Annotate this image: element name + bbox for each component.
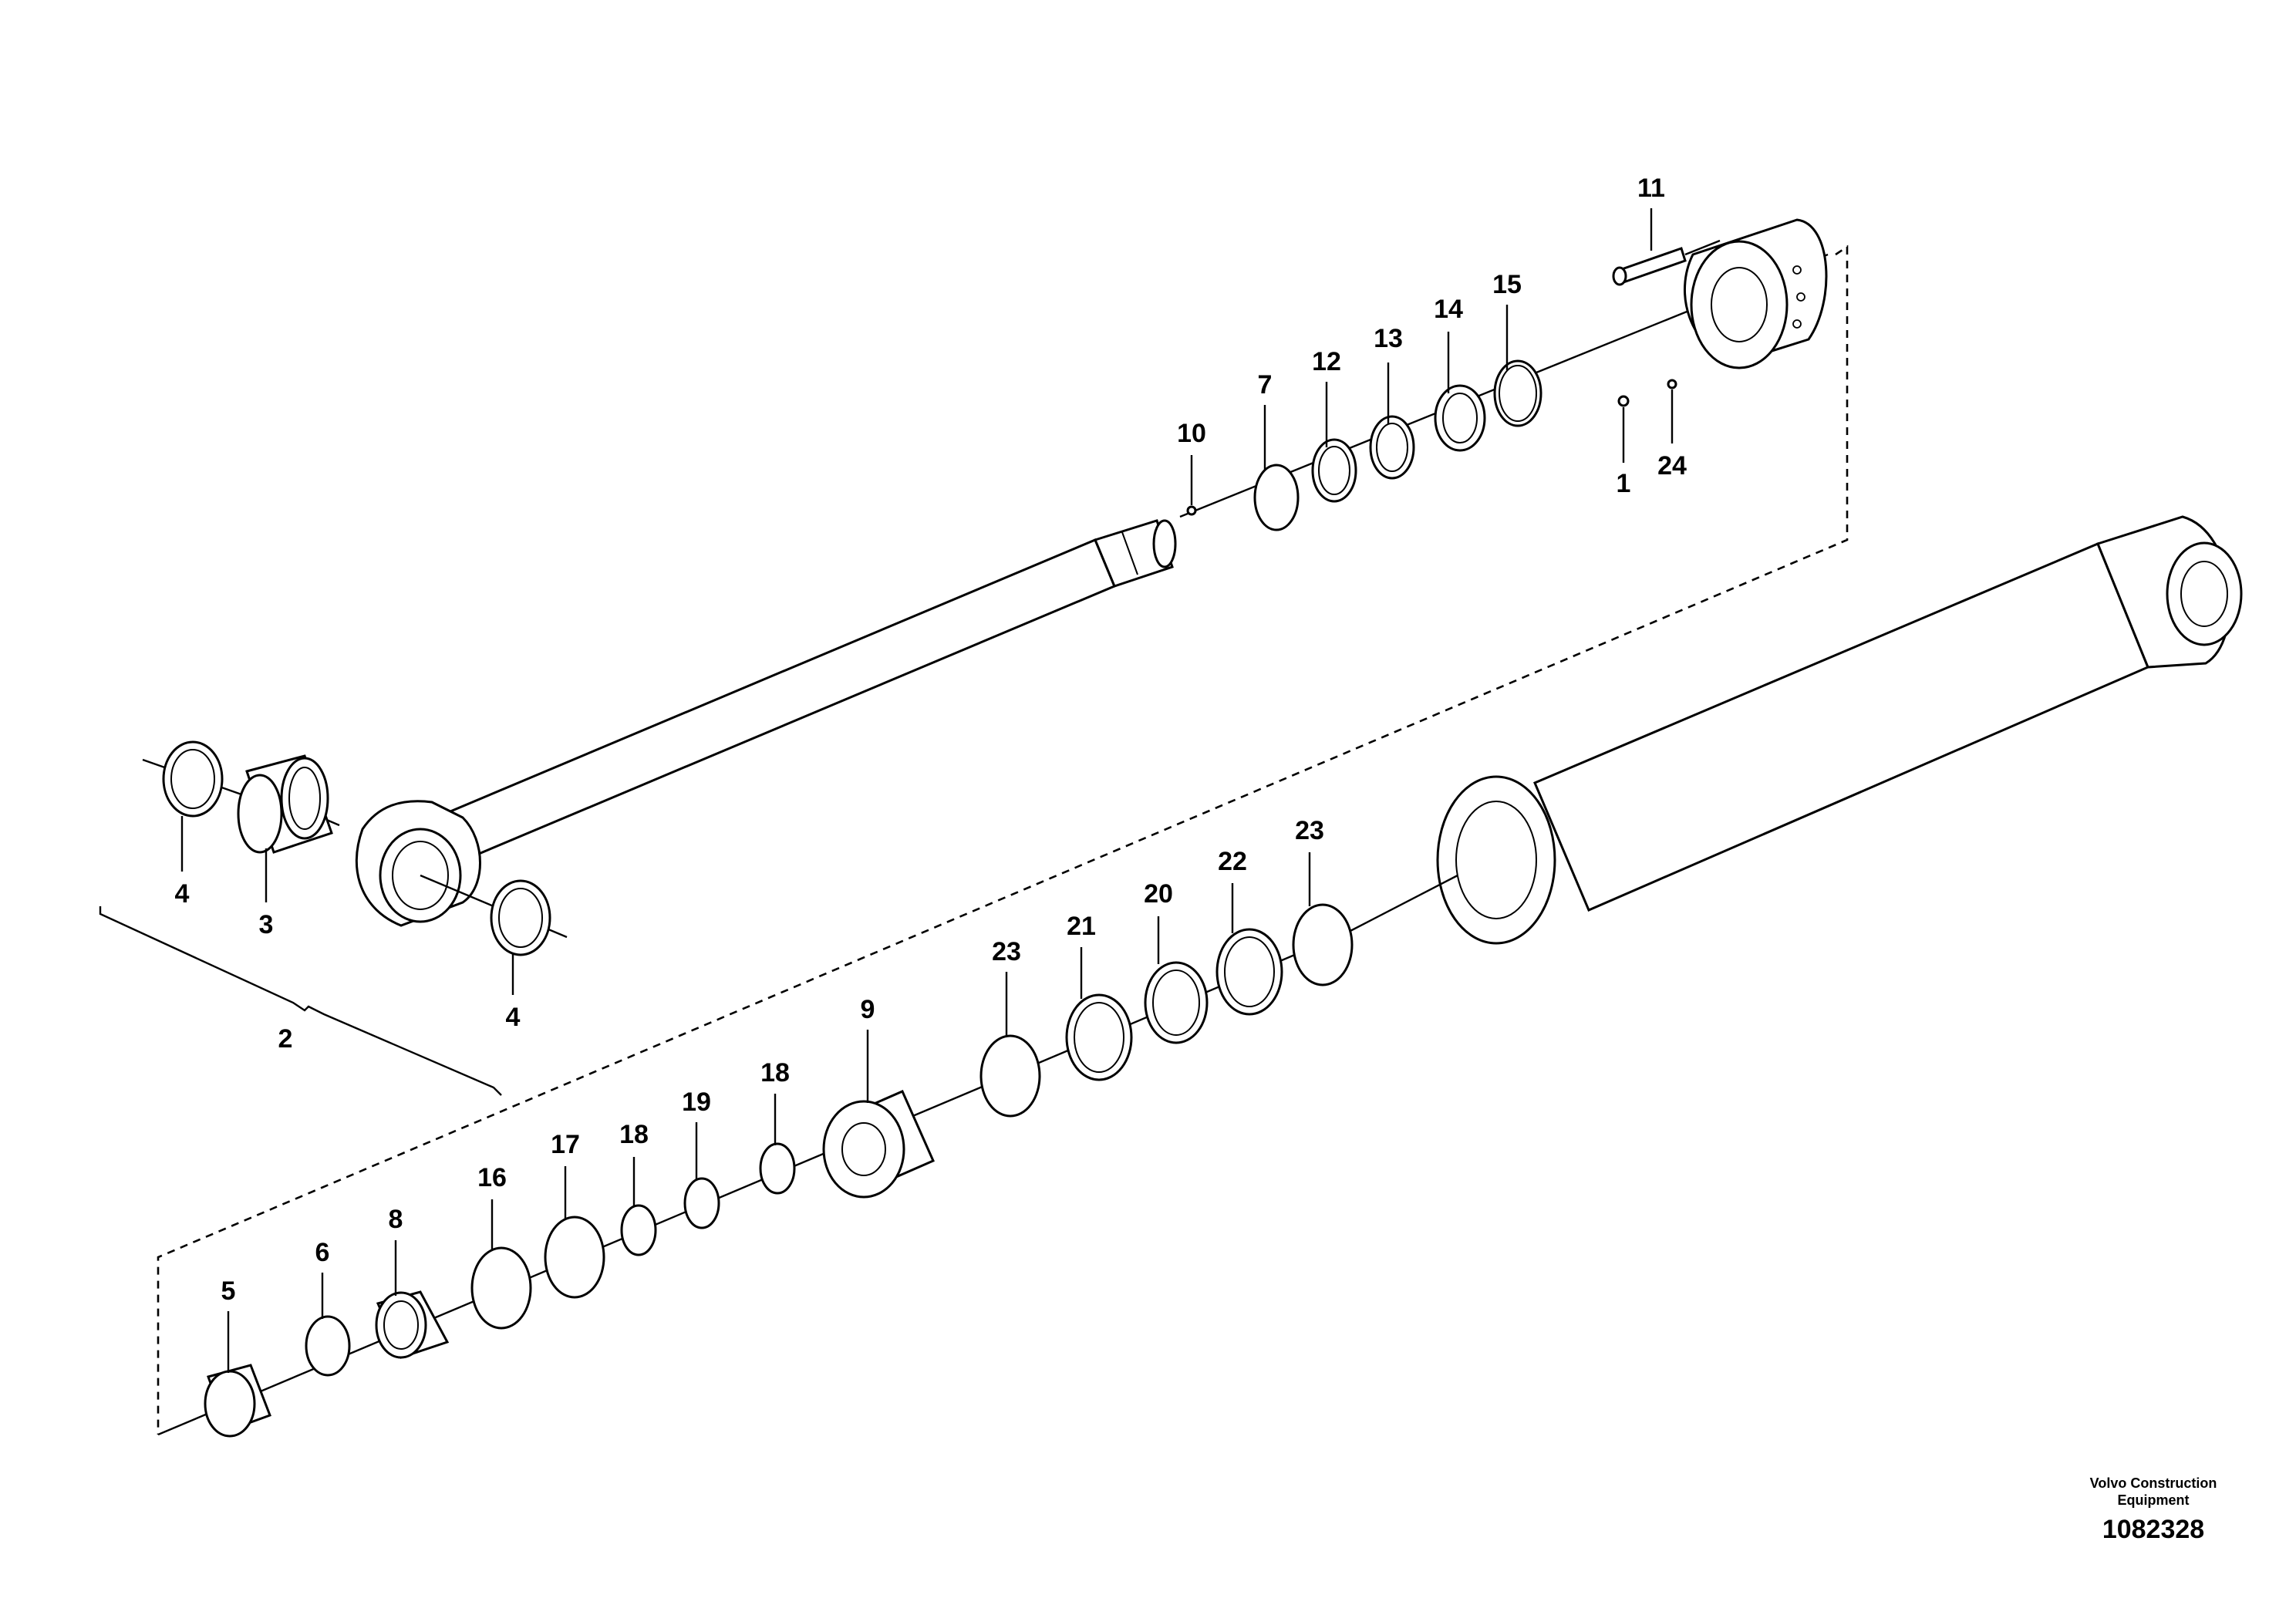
- callout-16: 16: [477, 1163, 507, 1192]
- ring-22: [1215, 928, 1283, 1016]
- callout-18-right: 18: [760, 1058, 790, 1088]
- callout-8: 8: [389, 1205, 403, 1234]
- drawing-number: 1082328: [2102, 1515, 2205, 1544]
- callout-22: 22: [1218, 847, 1247, 876]
- callout-1: 1: [1617, 469, 1631, 498]
- ring-20: [1144, 961, 1209, 1044]
- ring-16: [470, 1246, 532, 1330]
- ring-19: [683, 1177, 720, 1229]
- callout-5: 5: [221, 1276, 236, 1306]
- bolt-11: [1612, 239, 1721, 286]
- callout-3: 3: [259, 910, 274, 939]
- callout-18-left: 18: [619, 1120, 649, 1149]
- ring-17: [544, 1216, 605, 1299]
- callout-24: 24: [1657, 451, 1687, 481]
- callout-14: 14: [1434, 295, 1463, 324]
- callout-2: 2: [278, 1024, 293, 1054]
- bushing-3: [237, 754, 333, 854]
- ring-7: [1253, 464, 1300, 531]
- plug-24: [1667, 379, 1677, 389]
- ring-21: [1065, 993, 1133, 1081]
- bushing-8: [375, 1290, 450, 1359]
- callout-4-right: 4: [506, 1003, 521, 1032]
- callout-21: 21: [1067, 912, 1096, 941]
- ring-13: [1369, 415, 1415, 480]
- callout-6: 6: [315, 1238, 330, 1267]
- callout-9: 9: [861, 995, 875, 1024]
- drawing-credit: Volvo Construction Equipment 1082328: [2053, 1475, 2254, 1545]
- ring-15: [1493, 359, 1542, 427]
- ring-12: [1311, 438, 1357, 503]
- credit-org-line2: Equipment: [2117, 1492, 2190, 1508]
- callout-23-right: 23: [1295, 816, 1324, 845]
- ring-6: [305, 1315, 351, 1377]
- ring-23-right: [1292, 903, 1354, 986]
- callout-11: 11: [1637, 174, 1665, 203]
- callout-23-left: 23: [992, 937, 1021, 966]
- cylinder-tube: [1345, 515, 2243, 945]
- callout-20: 20: [1144, 879, 1173, 909]
- callout-19: 19: [682, 1088, 711, 1117]
- ring-18-left: [620, 1204, 657, 1256]
- callout-15: 15: [1492, 270, 1522, 299]
- credit-org-line1: Volvo Construction: [2089, 1475, 2217, 1491]
- callout-17: 17: [551, 1130, 580, 1159]
- ring-23-left: [979, 1034, 1041, 1118]
- leader-lines: [180, 208, 1674, 1373]
- ring-4-right: [490, 879, 551, 956]
- callout-4-left: 4: [175, 879, 190, 909]
- piston-9: [822, 1090, 935, 1199]
- cylinder-head: [1683, 218, 1828, 369]
- bushing-5: [204, 1364, 271, 1438]
- ring-18-right: [759, 1142, 796, 1195]
- callout-10: 10: [1177, 419, 1206, 448]
- callout-7: 7: [1258, 370, 1273, 400]
- group-bracket-2: [99, 906, 502, 1096]
- piston-rod: [285, 253, 1829, 939]
- callout-13: 13: [1374, 324, 1403, 353]
- pin-10: [1186, 505, 1197, 516]
- ring-4-left: [162, 740, 224, 818]
- callout-12: 12: [1312, 347, 1341, 376]
- dashed-frame: [157, 244, 1849, 1435]
- plug-1: [1617, 395, 1630, 407]
